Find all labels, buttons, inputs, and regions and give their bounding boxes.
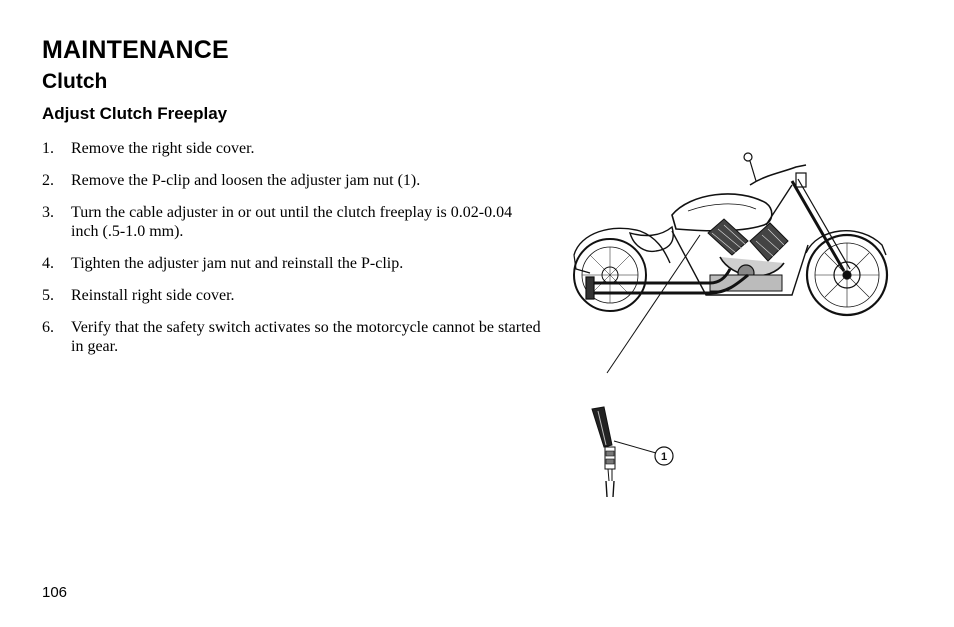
engine [707,218,789,292]
step-item: 1. Remove the right side cover. [42,139,542,158]
callout-circle [654,446,674,466]
rear-wheel [573,238,647,312]
step-item: 2. Remove the P-clip and loosen the adjus… [42,171,542,190]
subsection-title: Clutch [42,70,108,93]
step-item: 6. Verify that the safety switch activate… [42,318,542,356]
step-number: 1. [42,140,54,157]
step-text: Turn the cable adjuster in or out until … [71,204,513,240]
motorcycle-illustration: 1 [573,152,889,498]
step-number: 5. [42,287,54,304]
step-number: 4. [42,255,54,272]
leader-line [606,234,701,374]
clutch-cable-adjuster-detail [591,406,616,498]
step-text: Remove the right side cover. [71,140,255,157]
motorcycle-clutch-figure: 1 [560,145,900,510]
callout-label: 1 [661,451,667,463]
step-item: 3. Turn the cable adjuster in or out unti… [42,203,542,241]
page-number: 106 [42,584,68,601]
step-number: 3. [42,204,54,221]
section-title: MAINTENANCE [42,36,229,64]
step-item: 5. Reinstall right side cover. [42,286,542,305]
procedure-steps: 1. Remove the right side cover. 2. Remove … [42,139,542,369]
step-text: Remove the P-clip and loosen the adjuste… [71,172,421,189]
callout-leader [613,440,657,454]
step-number: 6. [42,319,54,336]
step-number: 2. [42,172,54,189]
procedure-heading: Adjust Clutch Freeplay [42,104,228,123]
front-wheel [805,233,889,317]
step-text: Tighten the adjuster jam nut and reinsta… [71,255,404,272]
step-text: Verify that the safety switch activates … [71,319,541,355]
step-text: Reinstall right side cover. [71,287,235,304]
step-item: 4. Tighten the adjuster jam nut and reins… [42,254,542,273]
